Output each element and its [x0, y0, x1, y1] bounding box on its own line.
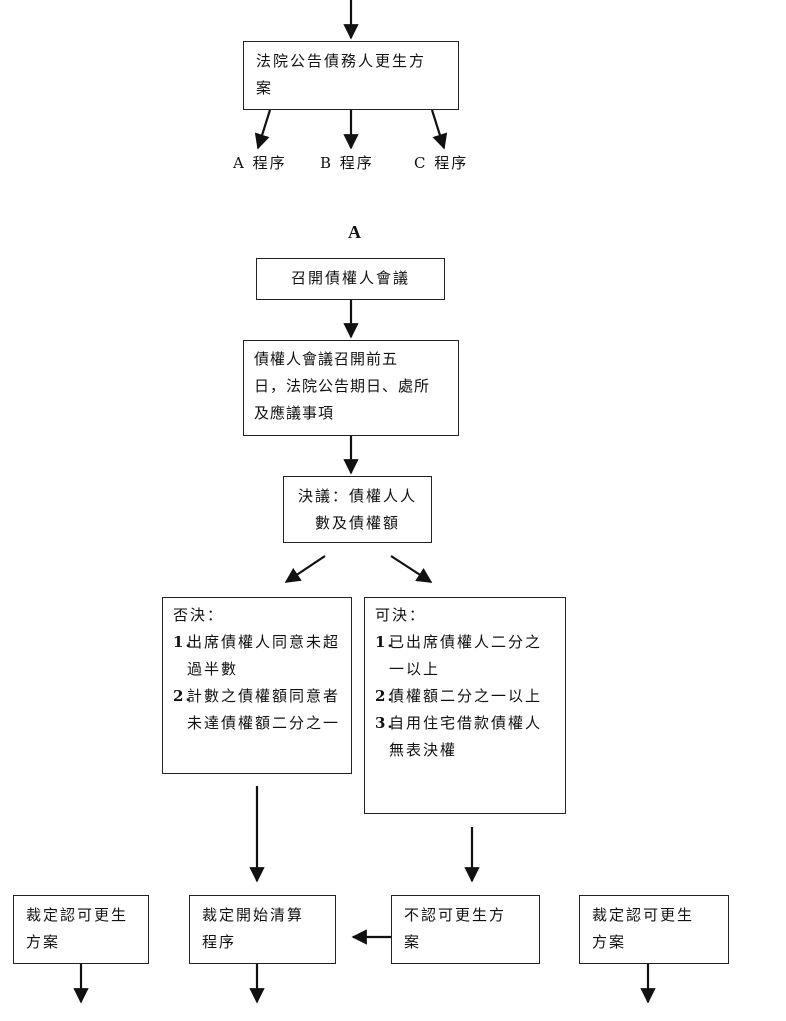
- creditors-meeting-box: 召開債權人會議: [256, 258, 445, 300]
- procedure-c-label: C 程序: [414, 154, 469, 172]
- approved-heading: 可決：: [375, 606, 427, 624]
- liquidation-text: 裁定開始清算 程序: [202, 906, 305, 951]
- item-number: 1.: [375, 633, 395, 651]
- arrow-resolution-to-rejected: [284, 555, 326, 583]
- disapprove-plan-text: 不認可更生方 案: [404, 906, 507, 951]
- meeting-notice-box: 債權人會議召開前五 日，法院公告期日、處所 及應議事項: [243, 340, 459, 436]
- item-text: 已出席債權人二分之一以上: [389, 633, 543, 678]
- arrow-resolution-to-approved: [390, 555, 433, 583]
- approve-plan-left-box: 裁定認可更生 方案: [13, 895, 149, 964]
- item-text: 計數之債權額同意者未達債權額二分之一: [187, 687, 341, 732]
- list-item: 3. 自用住宅借款債權人無表決權: [375, 710, 555, 764]
- arrow-to-procedure-c: [430, 109, 448, 150]
- list-item: 1. 已出席債權人二分之一以上: [375, 629, 555, 683]
- list-item: 2. 計數之債權額同意者未達債權額二分之一: [173, 683, 341, 737]
- item-number: 2.: [173, 687, 193, 705]
- rejected-heading: 否決：: [173, 606, 225, 624]
- creditors-meeting-text: 召開債權人會議: [290, 269, 410, 287]
- approve-plan-left-text: 裁定認可更生 方案: [26, 906, 129, 951]
- approved-box: 可決： 1. 已出席債權人二分之一以上 2. 債權額二分之一以上 3. 自用住宅…: [364, 597, 566, 814]
- item-number: 1.: [173, 633, 193, 651]
- rejected-conditions: 1. 出席債權人同意未超過半數 2. 計數之債權額同意者未達債權額二分之一: [173, 629, 341, 737]
- item-text: 債權額二分之一以上: [389, 687, 543, 705]
- list-item: 2. 債權額二分之一以上: [375, 683, 555, 710]
- approve-plan-right-box: 裁定認可更生 方案: [579, 895, 729, 964]
- approve-plan-right-text: 裁定認可更生 方案: [592, 906, 695, 951]
- arrow-to-procedure-a: [254, 109, 272, 150]
- section-title: A: [348, 222, 361, 242]
- procedure-b-label: B 程序: [320, 154, 374, 172]
- procedure-a-label: A 程序: [233, 154, 287, 172]
- item-number: 2.: [375, 687, 395, 705]
- disapprove-plan-box: 不認可更生方 案: [391, 895, 540, 964]
- item-number: 3.: [375, 714, 395, 732]
- court-announcement-box: 法院公告債務人更生方 案: [243, 41, 459, 110]
- meeting-notice-text: 債權人會議召開前五 日，法院公告期日、處所 及應議事項: [254, 350, 431, 422]
- liquidation-box: 裁定開始清算 程序: [189, 895, 336, 964]
- resolution-box: 決議：債權人人 數及債權額: [283, 476, 432, 543]
- resolution-text: 決議：債權人人 數及債權額: [297, 487, 417, 532]
- item-text: 自用住宅借款債權人無表決權: [389, 714, 543, 759]
- item-text: 出席債權人同意未超過半數: [187, 633, 341, 678]
- list-item: 1. 出席債權人同意未超過半數: [173, 629, 341, 683]
- rejected-box: 否決： 1. 出席債權人同意未超過半數 2. 計數之債權額同意者未達債權額二分之…: [162, 597, 352, 774]
- court-announcement-text: 法院公告債務人更生方 案: [256, 52, 427, 97]
- approved-conditions: 1. 已出席債權人二分之一以上 2. 債權額二分之一以上 3. 自用住宅借款債權…: [375, 629, 555, 764]
